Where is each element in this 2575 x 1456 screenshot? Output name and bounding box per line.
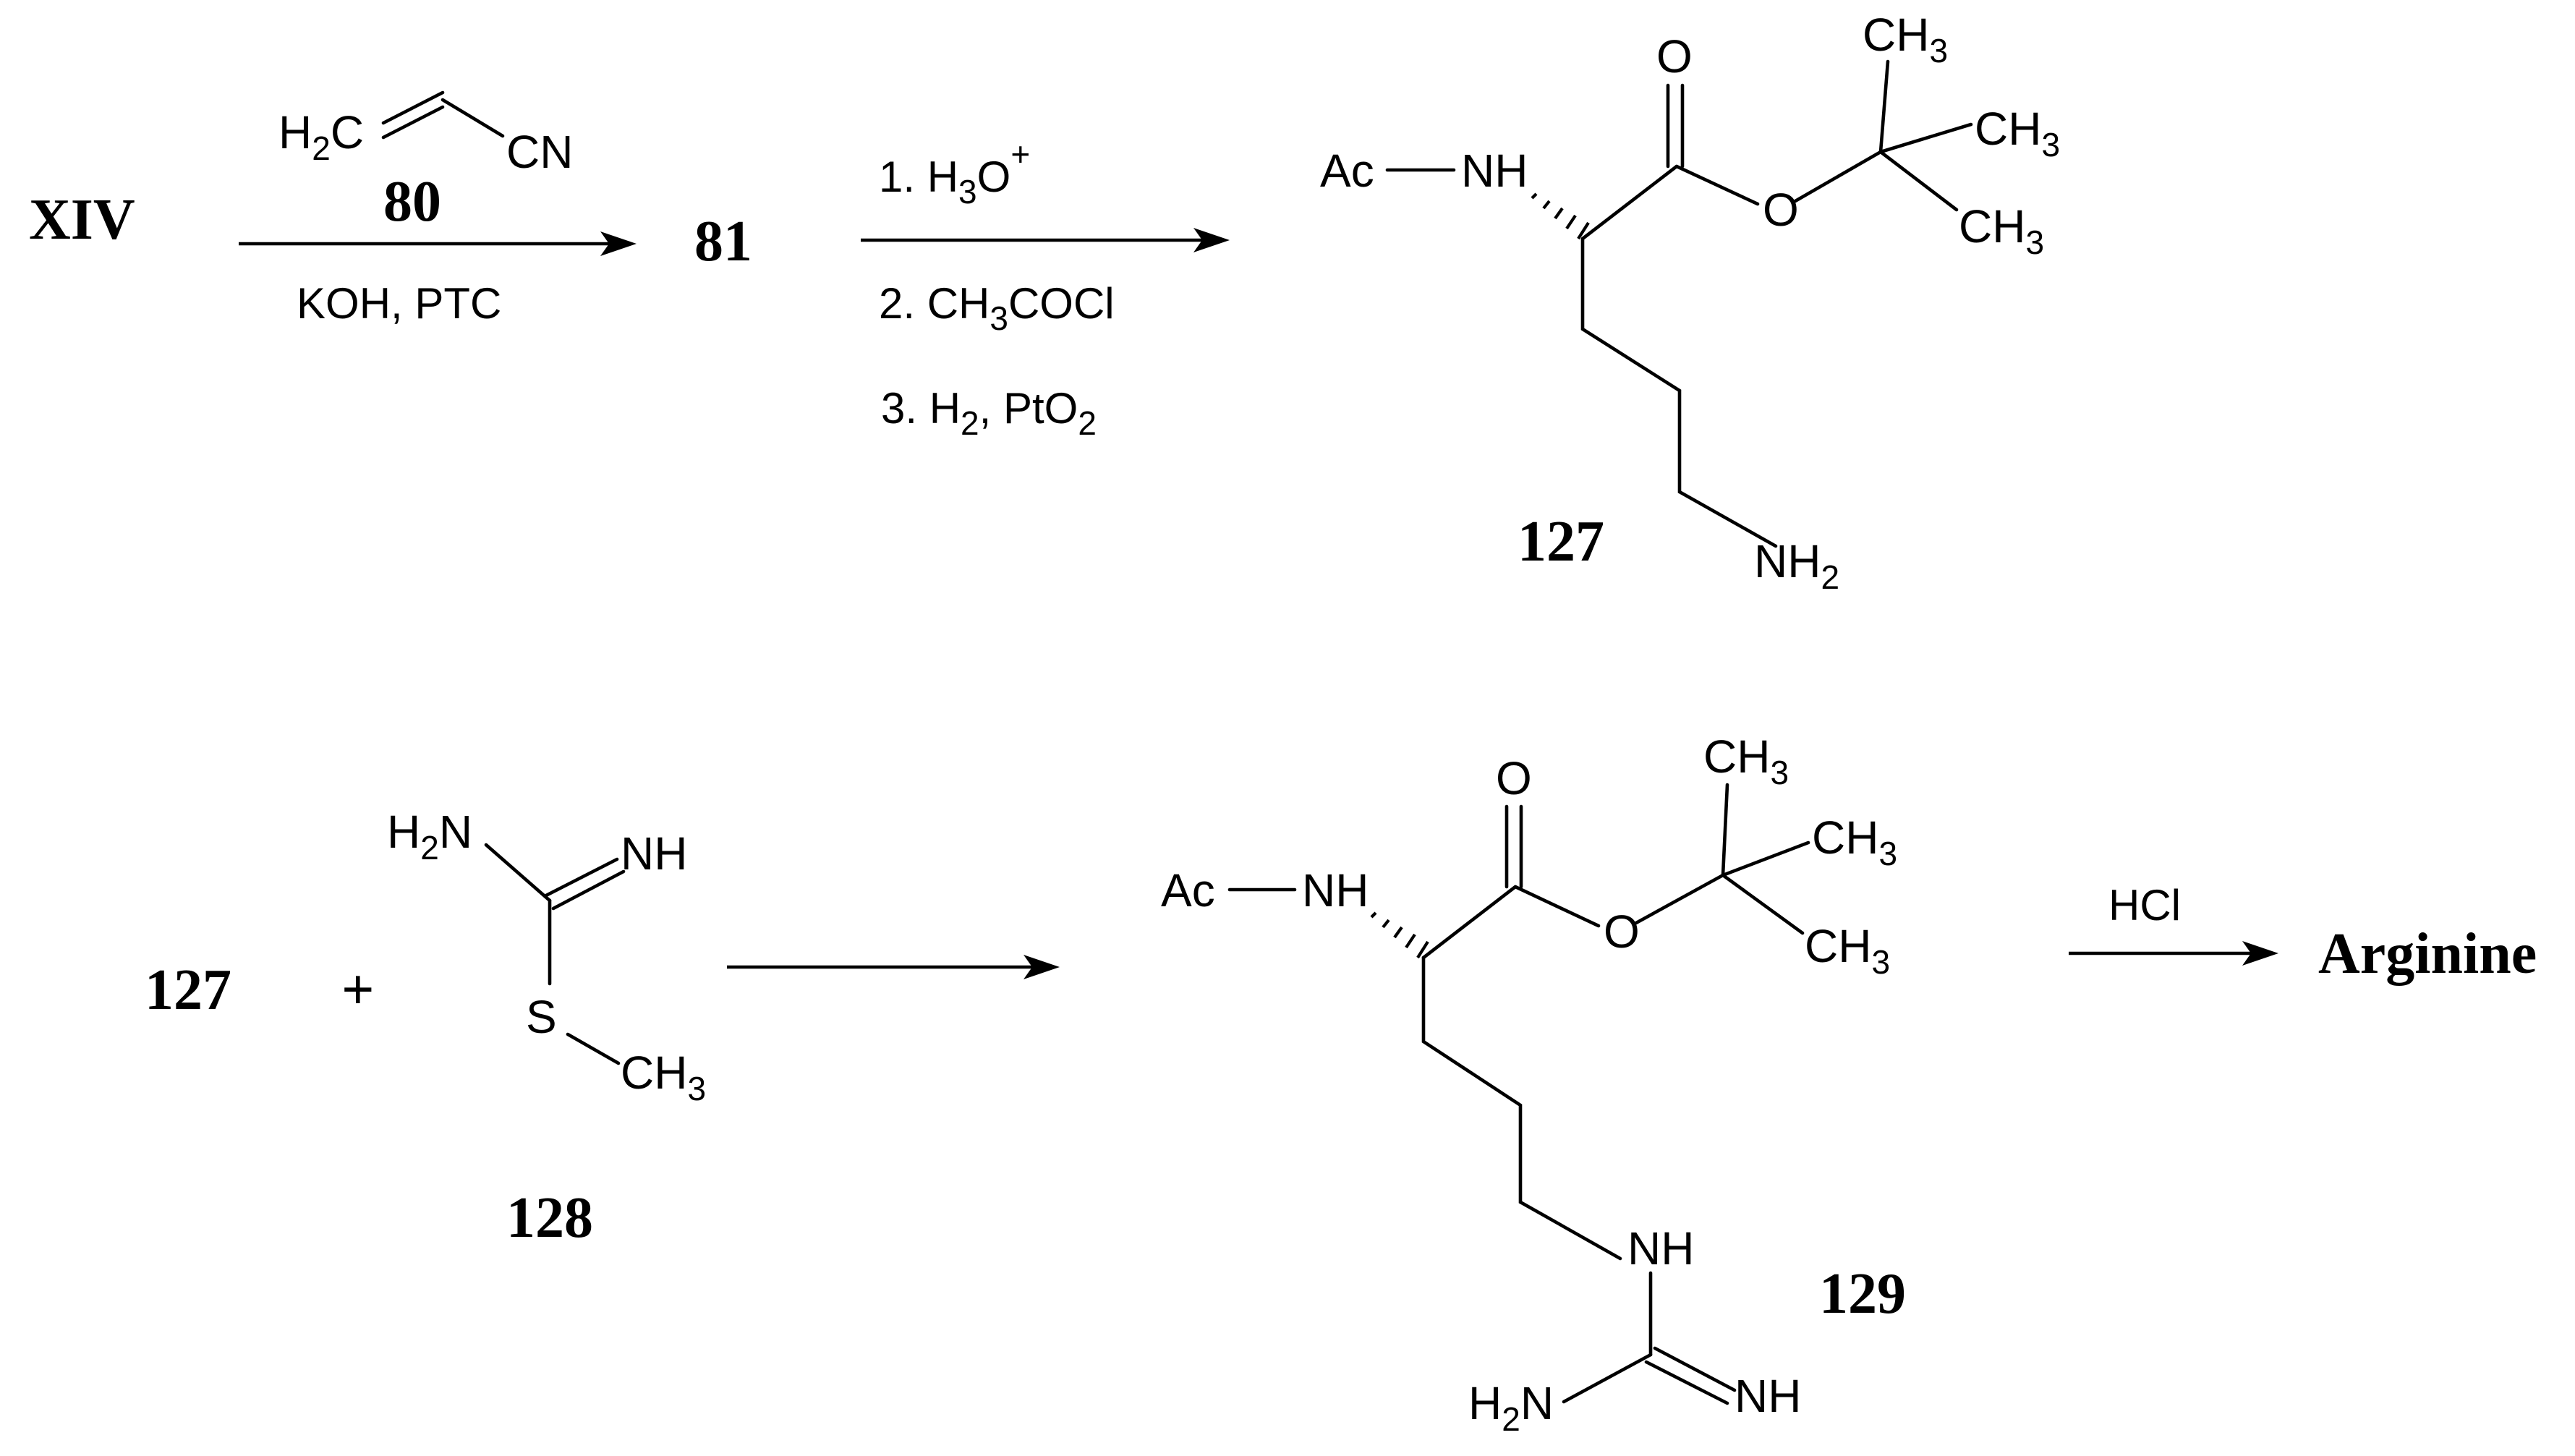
bond-single bbox=[440, 98, 505, 138]
side-chain bbox=[1580, 237, 1778, 548]
atom-guanidine-nh: NH bbox=[1627, 1222, 1694, 1274]
stereo-hash-bond bbox=[1531, 192, 1590, 240]
atom-ac: Ac bbox=[1320, 145, 1374, 197]
molecule-129: Ac NH O O CH3 CH3 CH3 NH H2N NH bbox=[1161, 731, 1897, 1438]
bond-cn-double-1 bbox=[544, 857, 619, 898]
step-1-acid: 1. H3O+ bbox=[879, 135, 1030, 210]
atom-ac-2: Ac bbox=[1161, 864, 1215, 916]
atom-h2c: H2C bbox=[278, 106, 364, 167]
bond-o-tbu-2 bbox=[1634, 873, 1725, 925]
atom-nh2: NH2 bbox=[1754, 535, 1839, 596]
atom-ch3-mid-2: CH3 bbox=[1812, 812, 1897, 872]
bond-c-nh2 bbox=[1562, 1353, 1653, 1404]
arrow-head-1 bbox=[600, 231, 637, 256]
bond-me-2b bbox=[1721, 840, 1810, 877]
atom-guanidine-h2n: H2N bbox=[1468, 1377, 1554, 1438]
bond-me-3 bbox=[1878, 150, 1959, 212]
bond-double-1 bbox=[381, 90, 445, 125]
bond-c-o-2 bbox=[1513, 885, 1601, 928]
atom-ch3-bottom-2: CH3 bbox=[1805, 920, 1890, 981]
atom-cn: CN bbox=[506, 126, 573, 178]
product-arginine: Arginine bbox=[2318, 922, 2537, 986]
atom-ch3-bottom: CH3 bbox=[1959, 200, 2044, 261]
condition-koh-ptc: KOH, PTC bbox=[297, 279, 501, 328]
stereo-hash-bond-2 bbox=[1370, 911, 1429, 959]
compound-label-127-reactant: 127 bbox=[145, 958, 231, 1022]
step-2-acetyl-chloride: 2. CH3COCl bbox=[879, 279, 1115, 337]
bond-me-2a bbox=[1721, 783, 1729, 877]
atom-s: S bbox=[526, 991, 557, 1043]
atom-ch3-top-2: CH3 bbox=[1703, 731, 1789, 791]
molecule-128: H2N NH S CH3 bbox=[387, 806, 706, 1107]
atom-carbonyl-o-2: O bbox=[1496, 752, 1532, 804]
atom-nh-imine: NH bbox=[621, 827, 687, 880]
arrow-head-4 bbox=[2242, 941, 2278, 966]
bond-n-c bbox=[484, 843, 552, 903]
bond-c-nh-double-1 bbox=[1644, 1360, 1729, 1405]
atom-carbonyl-o: O bbox=[1656, 30, 1693, 82]
atom-ester-o-2: O bbox=[1604, 906, 1640, 958]
bond-ca-carbonyl bbox=[1580, 164, 1679, 241]
atom-ch3-top: CH3 bbox=[1863, 9, 1948, 69]
atom-ester-o: O bbox=[1763, 184, 1799, 236]
molecule-127: Ac NH O O CH3 CH3 CH3 NH2 bbox=[1320, 9, 2060, 596]
bond-o-tbu bbox=[1793, 150, 1883, 203]
bond-me-2 bbox=[1878, 122, 1973, 154]
compound-label-127: 127 bbox=[1518, 510, 1604, 574]
bond-s-ch3 bbox=[566, 1032, 621, 1065]
atom-h2n: H2N bbox=[387, 806, 472, 867]
bond-me-2c bbox=[1721, 873, 1805, 935]
acrylonitrile-structure: H2C CN bbox=[278, 90, 573, 178]
atom-ch3-mid: CH3 bbox=[1975, 103, 2060, 163]
condition-hcl: HCl bbox=[2108, 881, 2181, 929]
step-3-hydrogenation: 3. H2, PtO2 bbox=[881, 384, 1097, 442]
compound-label-129: 129 bbox=[1819, 1262, 1906, 1326]
bond-c-nh-double-2 bbox=[1653, 1346, 1737, 1392]
atom-nh: NH bbox=[1461, 145, 1528, 197]
compound-label-xiv: XIV bbox=[29, 188, 135, 252]
bond-c-o bbox=[1674, 164, 1760, 206]
atom-nh-2: NH bbox=[1302, 864, 1369, 916]
arrow-head-2 bbox=[1193, 228, 1230, 252]
compound-label-80: 80 bbox=[383, 170, 441, 234]
side-chain-2 bbox=[1421, 955, 1622, 1261]
arrow-head-3 bbox=[1023, 955, 1060, 979]
atom-sch3: CH3 bbox=[621, 1047, 706, 1107]
compound-label-128: 128 bbox=[506, 1186, 593, 1250]
bond-cn-double-2 bbox=[551, 869, 626, 911]
bond-double-2 bbox=[381, 105, 445, 140]
bond-ca-carbonyl-2 bbox=[1421, 885, 1518, 960]
bond-me-1 bbox=[1878, 59, 1890, 154]
atom-guanidine-imine: NH bbox=[1735, 1370, 1801, 1422]
plus-sign: + bbox=[341, 958, 375, 1022]
compound-label-81: 81 bbox=[694, 210, 752, 273]
